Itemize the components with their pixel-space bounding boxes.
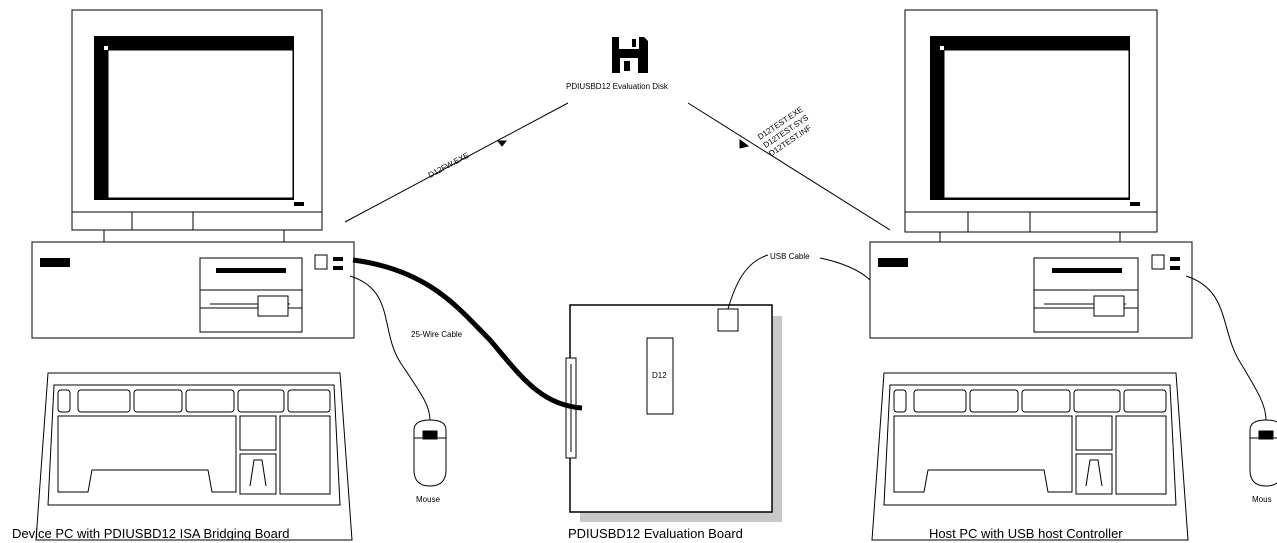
device-pc (31, 9, 447, 541)
device-pc-caption: Device PC with PDIUSBD12 ISA Bridging Bo… (12, 526, 289, 541)
mouse-label-right: Mous (1252, 495, 1272, 504)
disk-label: PDIUSBD12 Evaluation Disk (566, 82, 669, 91)
host-pc-keyboard (871, 372, 1189, 541)
mouse-label-left: Mouse (416, 495, 441, 504)
chip-label: D12 (652, 371, 667, 380)
host-pc-base-unit (869, 241, 1193, 339)
host-files-label: D12TEST.EXE D12TEST.SYS D12TEST.INF (756, 105, 813, 158)
usb-cable (727, 254, 871, 310)
host-pc-mouse (1249, 419, 1277, 487)
floppy-disk-icon (612, 37, 648, 73)
device-file-label: D12FW.EXE (427, 151, 471, 180)
arrow-to-host-icon (739, 139, 750, 149)
disk-to-host-line (687, 102, 891, 231)
d12-chip (646, 337, 674, 415)
parallel-cable-label: 25-Wire Cable (411, 330, 463, 339)
usb-cable-label: USB Cable (770, 252, 810, 261)
host-pc (869, 9, 1277, 541)
transfer-lines (344, 102, 891, 231)
host-pc-caption: Host PC with USB host Controller (929, 526, 1123, 541)
eval-board-caption: PDIUSBD12 Evaluation Board (568, 526, 743, 541)
device-pc-base-unit (31, 241, 355, 339)
arrow-to-device-icon (496, 140, 508, 147)
device-pc-keyboard (35, 372, 353, 541)
usb-connector (717, 308, 739, 332)
parallel-cable (352, 257, 583, 411)
evaluation-board (565, 304, 782, 522)
disk-to-device-line (344, 102, 569, 223)
device-pc-mouse (413, 419, 447, 487)
